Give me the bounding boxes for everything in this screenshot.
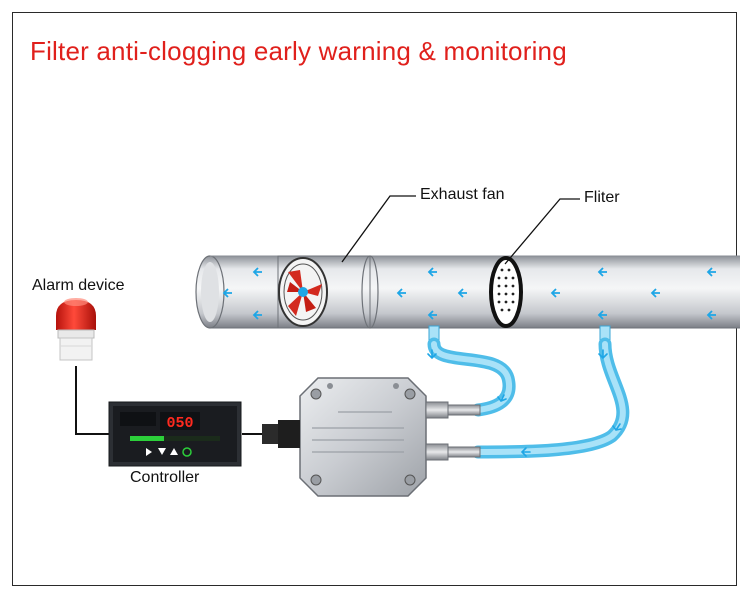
flow-arrow [650, 288, 660, 298]
label-alarm-device: Alarm device [32, 277, 125, 294]
pressure-transmitter [262, 377, 481, 497]
flow-arrow [427, 310, 437, 320]
controller-device: 050 [108, 401, 242, 467]
tube-flow-arrow [612, 423, 622, 431]
flow-arrow [396, 288, 406, 298]
label-exhaust-fan: Exhaust fan [420, 186, 505, 203]
tube-flow-arrow [497, 394, 507, 402]
exhaust-fan-icon [278, 257, 328, 327]
pressure-tubes [427, 337, 630, 459]
signal-wires [75, 366, 262, 435]
flow-arrow [597, 267, 607, 277]
flow-arrow [706, 267, 716, 277]
flow-arrow [550, 288, 560, 298]
tube-flow-arrow [598, 349, 608, 360]
flow-arrow [252, 267, 262, 277]
diagram-title: Filter anti-clogging early warning & mon… [30, 36, 567, 66]
flow-arrow [252, 310, 262, 320]
pressure-taps [428, 325, 611, 345]
controller-level-bar [130, 436, 164, 441]
flow-arrow [457, 288, 467, 298]
controller-display-value: 050 [166, 415, 193, 432]
flow-arrow [706, 310, 716, 320]
tube-flow-arrow [427, 349, 437, 360]
alarm-device-icon [56, 298, 96, 361]
tube-flow-arrow [520, 447, 531, 457]
label-filter: Fliter [584, 189, 620, 206]
callout-lines [341, 195, 580, 265]
duct-pipe [195, 255, 740, 329]
flow-arrow [427, 267, 437, 277]
flow-arrow [597, 310, 607, 320]
flow-arrow [222, 288, 232, 298]
label-controller: Controller [130, 469, 200, 486]
filter-icon [489, 256, 523, 328]
airflow-arrows [222, 267, 716, 320]
